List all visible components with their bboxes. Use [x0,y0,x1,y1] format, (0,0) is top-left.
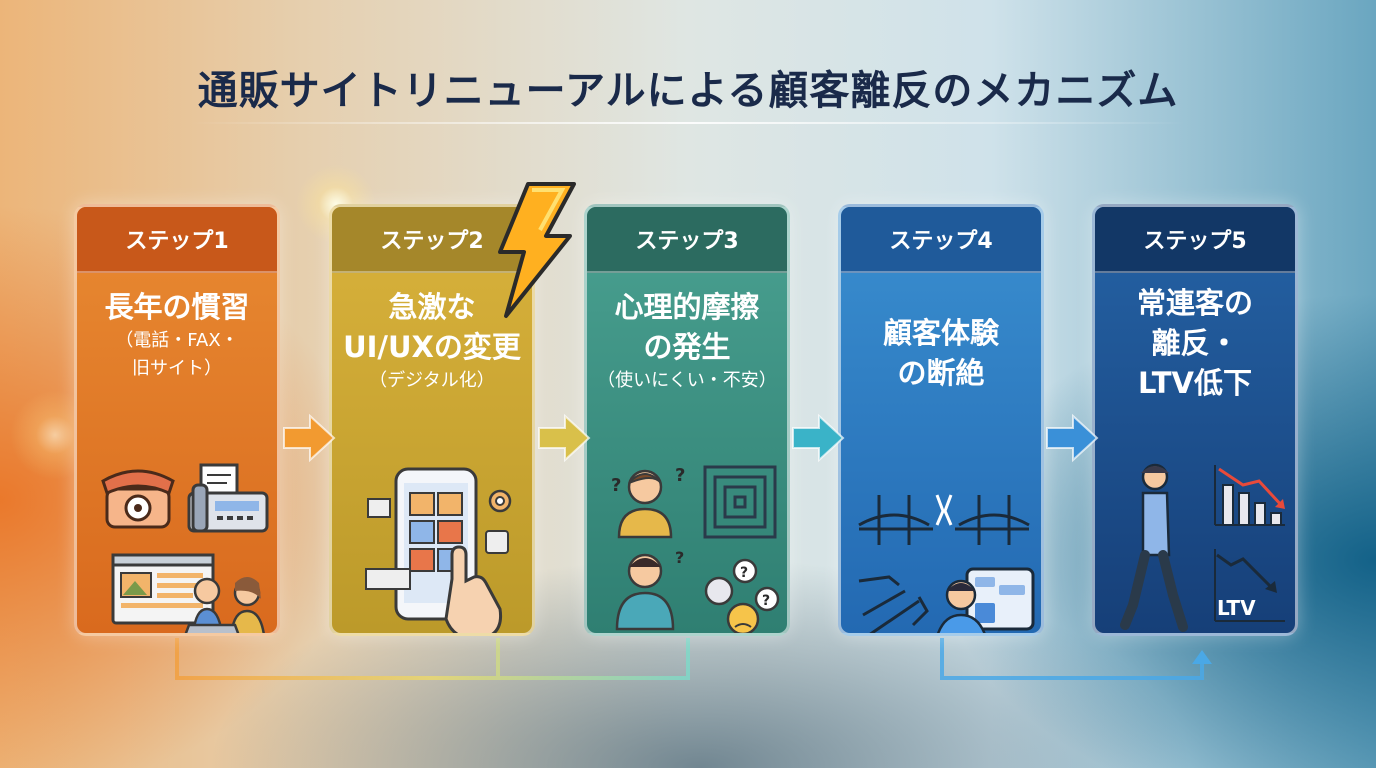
tapping-hand-icon [444,545,503,633]
ltv-decline-chart-icon [1214,549,1285,622]
step-1-title: 長年の慣習 [104,290,250,324]
svg-text:?: ? [675,465,685,486]
step-1-illustration [101,463,269,633]
worried-faces-icon: ? ? [704,558,780,633]
step-2-sub: （デジタル化） [369,370,495,391]
step-4-label: ステップ4 [841,207,1041,273]
step-2-label: ステップ2 [332,207,532,273]
title-divider [190,122,1186,124]
maze-icon [703,465,777,539]
declining-bar-chart-icon [1214,465,1285,526]
step-2-title-line-1: 急激な [388,290,476,324]
smartphone-ui-icon [394,467,478,621]
step-1-label: ステップ1 [77,207,277,273]
step-1-card: ステップ1 長年の慣習 （電話・FAX・ 旧サイト） [74,204,280,636]
step-1-sub-line-1: （電話・FAX・ [115,330,239,351]
step-3-label: ステップ3 [587,207,787,273]
step-2-card: ステップ2 急激な UI/UXの変更 （デジタル化） [329,204,535,636]
ui-card-icon [365,568,411,590]
step-5-card: ステップ5 常連客の 離反・ LTV低下 [1092,204,1298,636]
arrow-2-to-3 [538,413,591,463]
walking-away-icon [1120,463,1188,632]
telephone-icon [101,469,175,529]
fax-icon [187,463,269,533]
lightning-icon [498,182,576,318]
step-5-label: ステップ5 [1095,207,1295,273]
svg-text:?: ? [675,548,684,567]
step-4-title-line-2: の断絶 [897,356,985,390]
step-5-title-line-3: LTV低下 [1138,366,1252,400]
step-3-illustration: ? ? ? ? ? [611,465,780,633]
arrow-4-to-5 [1046,413,1099,463]
svg-text:?: ? [611,475,621,496]
user-at-computer-icon [936,567,1035,633]
step-5-illustration: LTV [1120,463,1285,632]
ui-card-icon [485,530,509,554]
step-5-title-line-1: 常連客の [1136,286,1253,320]
step-2-illustration [365,467,512,633]
arrow-3-to-4 [792,413,845,463]
svg-text:?: ? [762,593,770,609]
step-3-title-line-2: の発生 [643,330,731,364]
step-4-title-line-1: 顧客体験 [882,316,999,350]
frustrated-person-icon: ? [615,548,684,631]
ltv-chart-label: LTV [1217,596,1256,620]
step-4-card: ステップ4 顧客体験 の断絶 [838,204,1044,636]
step-2-title-line-2: UI/UXの変更 [343,330,521,364]
step-4-illustration [858,494,1035,633]
step-1-sub-line-2: 旧サイト） [132,358,222,379]
broken-bridge-icon [858,494,1030,545]
gear-icon [488,489,512,513]
elderly-couple-laptop-icon [184,577,265,633]
arrow-1-to-2 [283,413,336,463]
old-website-icon [111,553,215,625]
step-3-sub: （使いにくい・不安） [597,370,777,391]
ui-card-icon [367,498,391,518]
confused-person-icon: ? ? [611,465,685,539]
page-title: 通販サイトリニューアルによる顧客離反のメカニズム [197,68,1179,114]
step-3-card: ステップ3 心理的摩擦 の発生 （使いにくい・不安） ? ? [584,204,790,636]
step-3-title-line-1: 心理的摩擦 [614,290,760,324]
broken-line-icon [858,575,929,633]
svg-text:?: ? [740,565,748,581]
step-5-title-line-2: 離反・ [1151,326,1239,360]
